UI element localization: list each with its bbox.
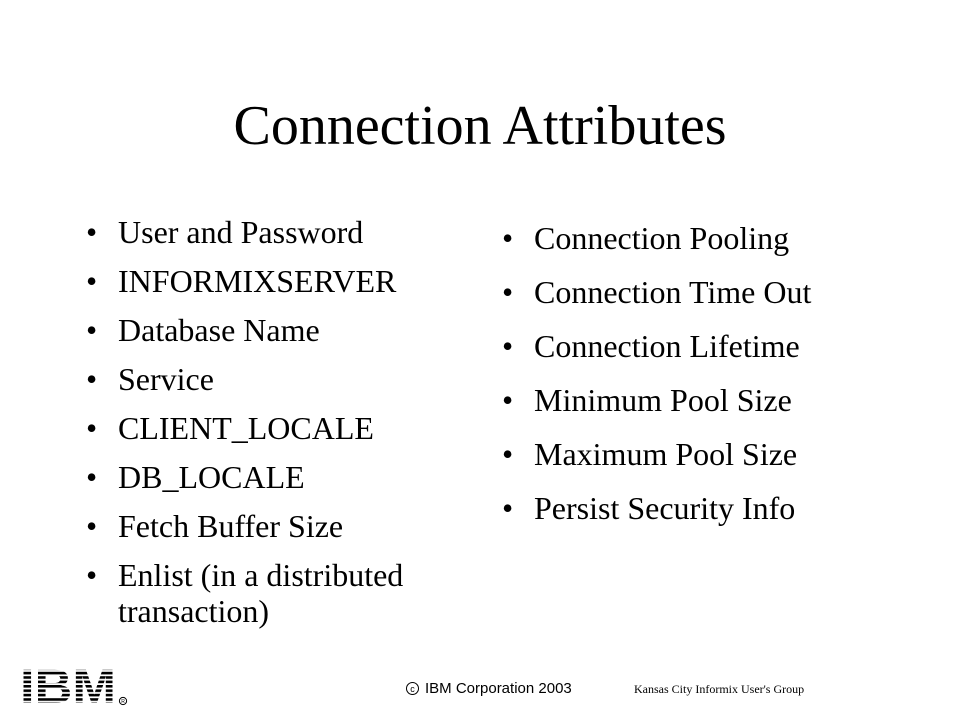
bullet-dot-icon: •: [86, 557, 98, 593]
bullet-item: • DB_LOCALE: [86, 459, 456, 495]
bullet-item: • INFORMIXSERVER: [86, 263, 456, 299]
bullet-item: • Service: [86, 361, 456, 397]
bullet-dot-icon: •: [86, 508, 98, 544]
bullet-item: • Minimum Pool Size: [502, 382, 942, 418]
bullet-dot-icon: •: [502, 382, 514, 418]
bullet-item: • CLIENT_LOCALE: [86, 410, 456, 446]
bullet-text: Maximum Pool Size: [534, 436, 798, 472]
bullet-item: • Connection Pooling: [502, 220, 942, 256]
bullet-item: • Persist Security Info: [502, 490, 942, 526]
bullet-text: Enlist (in a distributed transaction): [118, 557, 404, 629]
bullet-item: • Fetch Buffer Size: [86, 508, 456, 544]
bullet-text: Connection Pooling: [534, 220, 790, 256]
bullet-text: Fetch Buffer Size: [118, 508, 344, 544]
bullet-text: User and Password: [118, 214, 364, 250]
bullet-dot-icon: •: [86, 312, 98, 348]
bullet-item: • Maximum Pool Size: [502, 436, 942, 472]
bullet-dot-icon: •: [86, 459, 98, 495]
bullet-dot-icon: •: [86, 263, 98, 299]
bullet-text: INFORMIXSERVER: [118, 263, 397, 299]
bullet-item: • Database Name: [86, 312, 456, 348]
bullet-text: Minimum Pool Size: [534, 382, 792, 418]
bullet-dot-icon: •: [502, 220, 514, 256]
bullet-dot-icon: •: [86, 214, 98, 250]
bullet-dot-icon: •: [502, 274, 514, 310]
bullet-dot-icon: •: [502, 490, 514, 526]
bullet-text: Connection Lifetime: [534, 328, 800, 364]
svg-text:IBM: IBM: [20, 663, 116, 707]
bullet-text: Database Name: [118, 312, 320, 348]
copyright-icon: c: [406, 682, 419, 695]
left-bullet-list: • User and Password • INFORMIXSERVER • Data…: [86, 214, 456, 642]
copyright-text: IBM Corporation 2003: [425, 680, 572, 697]
bullet-item: • User and Password: [86, 214, 456, 250]
bullet-text: Persist Security Info: [534, 490, 796, 526]
right-bullet-list: • Connection Pooling • Connection Time Out…: [502, 220, 942, 544]
bullet-dot-icon: •: [502, 436, 514, 472]
bullet-text: Service: [118, 361, 214, 397]
bullet-text: DB_LOCALE: [118, 459, 305, 495]
ibm-logo-icon: IBM R: [20, 663, 128, 707]
footer-group-name: Kansas City Informix User's Group: [634, 682, 805, 696]
bullet-text: CLIENT_LOCALE: [118, 410, 374, 446]
bullet-text: Connection Time Out: [534, 274, 812, 310]
bullet-item: • Connection Time Out: [502, 274, 942, 310]
bullet-item: • Connection Lifetime: [502, 328, 942, 364]
slide-title: Connection Attributes: [233, 95, 727, 157]
bullet-dot-icon: •: [86, 410, 98, 446]
bullet-dot-icon: •: [502, 328, 514, 364]
bullet-item: • Enlist (in a distributed transaction): [86, 557, 456, 629]
copyright-notice: c IBM Corporation 2003: [406, 680, 572, 698]
bullet-dot-icon: •: [86, 361, 98, 397]
svg-text:R: R: [121, 699, 125, 705]
